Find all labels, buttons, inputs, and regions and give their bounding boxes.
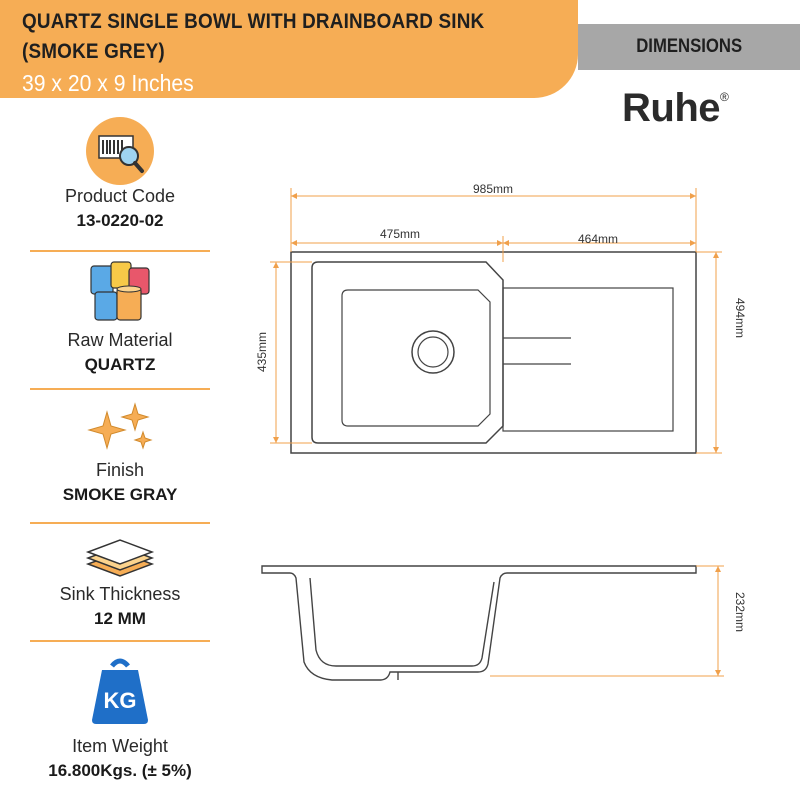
drainboard-outline (502, 287, 674, 432)
kg-weight-icon: KG (92, 658, 148, 724)
divider (30, 250, 210, 252)
dim-label-overall-width: 494mm (733, 298, 747, 338)
dimensions-tab-label: DIMENSIONS (636, 36, 742, 57)
material-drums-icon (90, 261, 150, 321)
kg-text: KG (104, 688, 137, 713)
brand-name: Ruhe (622, 86, 721, 130)
dim-label-bowl-length: 435mm (255, 332, 269, 372)
spec-value: QUARTZ (84, 355, 156, 374)
spec-label: Product Code (64, 186, 176, 206)
spec-value: SMOKE GRAY (62, 485, 178, 504)
dimensions-tab: DIMENSIONS (578, 24, 800, 70)
dim-label-overall-length: 985mm (473, 182, 513, 196)
barcode-magnifier-icon (86, 117, 154, 185)
product-title-line1: QUARTZ SINGLE BOWL WITH DRAINBOARD SINK (22, 10, 485, 33)
spec-label: Finish (95, 460, 144, 480)
drain-outer (411, 330, 455, 374)
sink-section-view (261, 565, 697, 681)
layers-icon (85, 539, 155, 577)
spec-value: 12 MM (94, 609, 146, 628)
product-title-line2: (SMOKE GREY) (22, 40, 165, 63)
dim-label-depth: 232mm (733, 592, 747, 632)
dim-label-drainboard-width: 464mm (578, 232, 618, 246)
spec-label: Item Weight (72, 736, 168, 756)
spec-value: 13-0220-02 (76, 211, 164, 230)
product-size: 39 x 20 x 9 Inches (22, 70, 194, 96)
header-band: QUARTZ SINGLE BOWL WITH DRAINBOARD SINK … (0, 0, 578, 98)
dim-label-bowl-width: 475mm (380, 227, 420, 241)
spec-label: Sink Thickness (59, 584, 181, 604)
divider (30, 522, 210, 524)
drain-inner (417, 336, 449, 368)
divider (30, 640, 210, 642)
bowl-inner-outline (341, 289, 491, 427)
sink-outer-outline (290, 251, 697, 454)
brand-registered-mark: ® (720, 90, 729, 104)
sparkles-icon (87, 402, 153, 450)
spec-label: Raw Material (67, 330, 173, 350)
bowl-outer-outline (311, 261, 504, 444)
spec-value: 16.800Kgs. (± 5%) (48, 761, 192, 780)
divider (30, 388, 210, 390)
brand-logo: Ruhe® (622, 86, 729, 131)
